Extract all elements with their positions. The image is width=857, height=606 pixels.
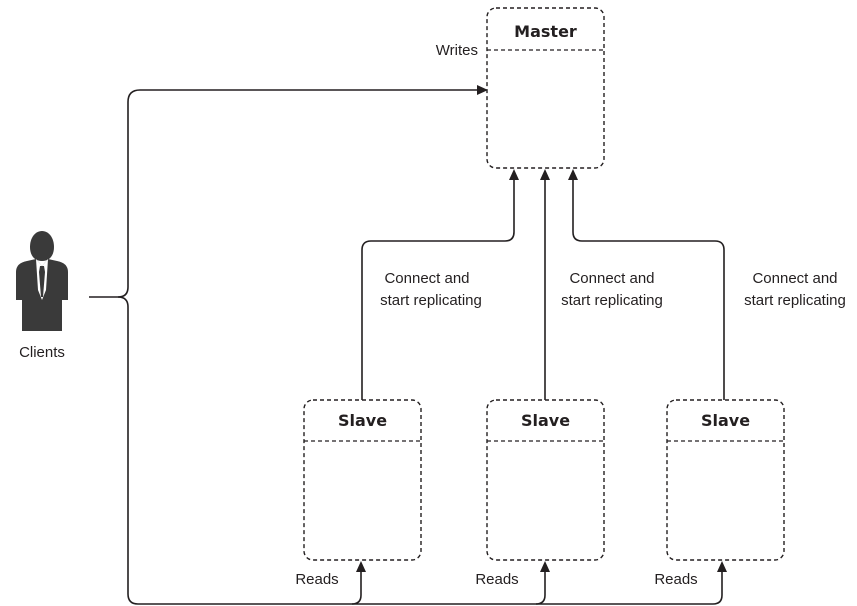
slave-node-3: Slave xyxy=(666,399,785,561)
master-node: Master xyxy=(486,7,605,169)
person-icon xyxy=(16,231,68,331)
reads-label-2: Reads xyxy=(475,571,518,588)
writes-label: Writes xyxy=(436,42,478,59)
replication-line-slave-3 xyxy=(572,180,725,400)
replicate-label-2-line1: Connect and xyxy=(569,270,654,287)
replicate-label-3-line2: start replicating xyxy=(744,292,846,309)
replicate-label-1-line1: Connect and xyxy=(384,270,469,287)
slave-node-1: Slave xyxy=(303,399,422,561)
slave-box xyxy=(486,399,605,561)
replication-arrow-icon-3 xyxy=(568,169,578,180)
slave-title: Slave xyxy=(521,411,570,430)
replication-arrow-icon-1 xyxy=(509,169,519,180)
clients-label: Clients xyxy=(19,344,65,361)
replication-line-slave-1 xyxy=(361,180,515,400)
replicate-label-1-line2: start replicating xyxy=(380,292,482,309)
connectors xyxy=(89,89,725,605)
reads-arrow-icon-3 xyxy=(717,561,727,572)
replicate-label-3-line1: Connect and xyxy=(752,270,837,287)
reads-arrow-icon-2 xyxy=(540,561,550,572)
slave-title: Slave xyxy=(701,411,750,430)
reads-line-slave-3 xyxy=(536,572,723,605)
client-trunk-line xyxy=(89,89,478,298)
master-title: Master xyxy=(514,22,577,41)
replicate-label-2-line2: start replicating xyxy=(561,292,663,309)
slave-title: Slave xyxy=(338,411,387,430)
slave-node-2: Slave xyxy=(486,399,605,561)
client-reads-bus xyxy=(117,296,362,605)
slave-box xyxy=(303,399,422,561)
reads-label-3: Reads xyxy=(654,571,697,588)
reads-arrow-icon-1 xyxy=(356,561,366,572)
slave-box xyxy=(666,399,785,561)
replication-arrow-icon-2 xyxy=(540,169,550,180)
master-box xyxy=(486,7,605,169)
arrowheads xyxy=(356,85,727,572)
reads-label-1: Reads xyxy=(295,571,338,588)
writes-arrow-icon xyxy=(477,85,488,95)
